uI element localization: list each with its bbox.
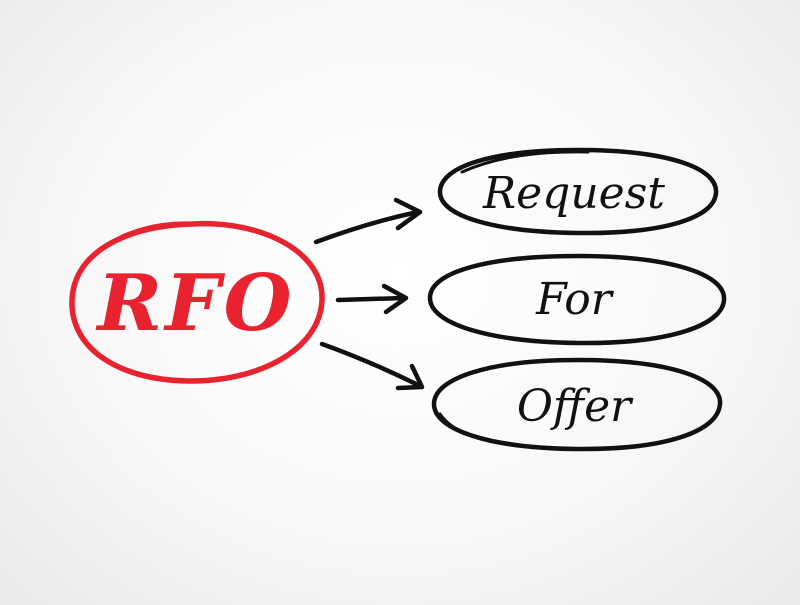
arrow-to-request xyxy=(313,197,423,245)
word-text: Offer xyxy=(517,381,634,432)
word-text: For xyxy=(535,274,615,325)
word-oval xyxy=(437,147,719,236)
word-oval-overstroke xyxy=(460,150,590,174)
word-oval-overstroke xyxy=(608,312,718,344)
arrow-to-for xyxy=(335,283,409,315)
word-node-for: For xyxy=(427,253,727,346)
word-oval xyxy=(427,253,727,346)
arrow-line xyxy=(319,341,423,389)
arrow-head-icon xyxy=(393,197,423,231)
word-node-request: Request xyxy=(437,147,719,236)
word-text: Request xyxy=(482,168,665,219)
acronym-oval-overstroke xyxy=(120,221,207,238)
arrow-line xyxy=(313,209,421,245)
arrow-head-icon xyxy=(395,363,425,391)
word-node-offer: Offer xyxy=(431,357,723,452)
word-oval-overstroke xyxy=(438,412,522,448)
arrow-line xyxy=(335,295,407,303)
word-oval xyxy=(431,357,723,452)
arrow-to-offer xyxy=(319,341,425,391)
acronym-node: RFO xyxy=(69,220,325,384)
acronym-text: RFO xyxy=(95,258,294,349)
arrow-head-icon xyxy=(381,283,409,315)
acronym-oval xyxy=(69,220,325,384)
